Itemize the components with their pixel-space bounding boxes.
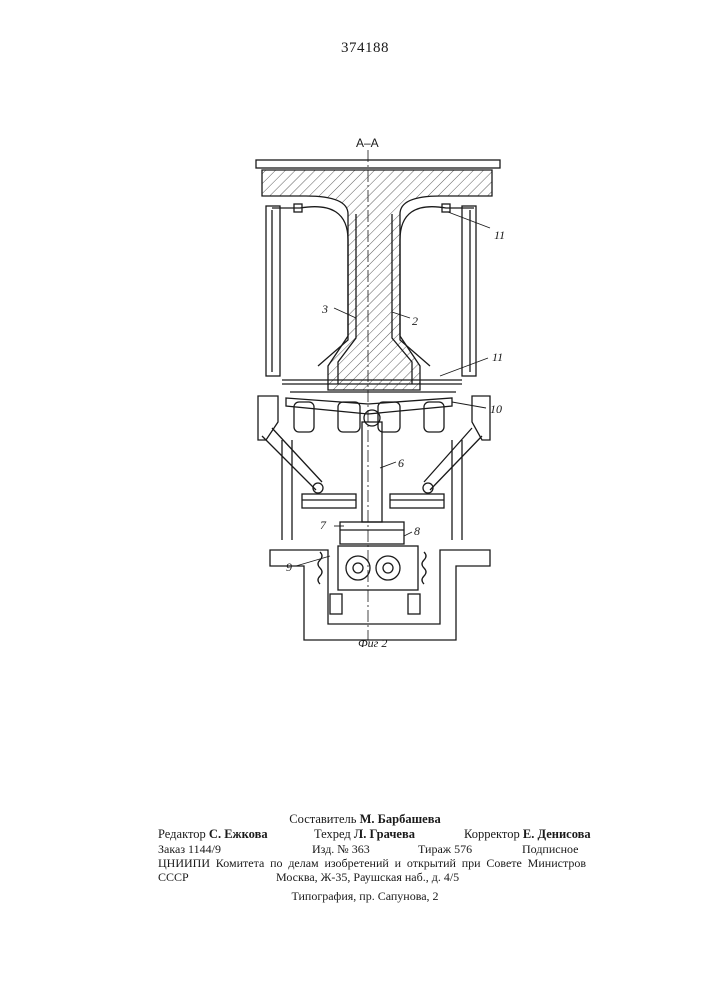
drive-unit xyxy=(338,546,418,590)
compiler-name: М. Барбашева xyxy=(360,812,441,826)
corrector-label: Корректор xyxy=(464,827,520,841)
techred-label: Техред xyxy=(314,827,351,841)
left-column xyxy=(266,206,280,376)
callout-11-lower: 11 xyxy=(492,350,503,365)
order-number: Заказ 1144/9 xyxy=(158,842,221,856)
callout-8: 8 xyxy=(414,524,420,539)
callout-9: 9 xyxy=(286,560,292,575)
central-column xyxy=(362,422,382,522)
subscription: Подписное xyxy=(522,842,579,856)
address-line: Москва, Ж-35, Раушская наб., д. 4/5 xyxy=(276,870,459,884)
right-spring xyxy=(422,552,426,584)
callout-3: 3 xyxy=(322,302,328,317)
right-column xyxy=(462,206,476,376)
right-form-panel xyxy=(400,207,474,366)
techred-name: Л. Грачева xyxy=(354,827,415,841)
editor-label: Редактор xyxy=(158,827,206,841)
left-spring xyxy=(318,552,322,584)
right-bracket xyxy=(472,396,490,440)
callout-11-upper: 11 xyxy=(494,228,505,243)
cross-beam xyxy=(286,398,452,414)
editor-name: С. Ежкова xyxy=(209,827,268,841)
callout-6: 6 xyxy=(398,456,404,471)
left-bracket xyxy=(258,396,278,440)
edition-number: Изд. № 363 xyxy=(312,842,370,856)
corrector-name: Е. Денисова xyxy=(523,827,591,841)
right-strut xyxy=(424,428,482,490)
callout-7: 7 xyxy=(320,518,326,533)
left-form-panel xyxy=(272,207,348,366)
support-plate xyxy=(340,522,404,544)
callout-10: 10 xyxy=(490,402,502,417)
concrete-beam-section xyxy=(262,170,492,390)
typography-line: Типография, пр. Сапунова, 2 xyxy=(0,889,707,903)
left-lower-frame xyxy=(302,494,356,508)
callout-2: 2 xyxy=(412,314,418,329)
corrector-line: Корректор Е. Денисова xyxy=(464,827,591,841)
compiler-line: Составитель М. Барбашева xyxy=(0,812,707,826)
right-lower-frame xyxy=(390,494,444,508)
top-slab xyxy=(256,160,500,168)
print-run: Тираж 576 xyxy=(418,842,472,856)
section-label: А–А xyxy=(356,136,379,150)
editor-line: Редактор С. Ежкова xyxy=(158,827,268,841)
compiler-label: Составитель xyxy=(289,812,356,826)
techred-line: Техред Л. Грачева xyxy=(314,827,415,841)
figure-caption: Фиг 2 xyxy=(358,636,387,651)
